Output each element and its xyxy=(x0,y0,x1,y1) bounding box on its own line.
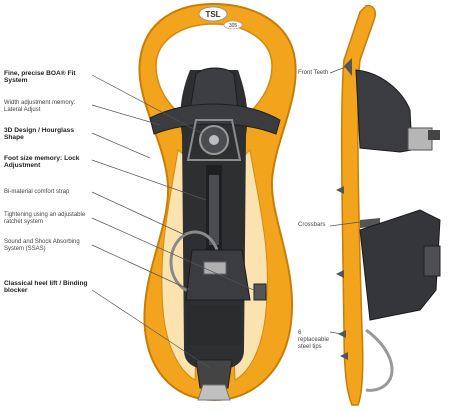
ratchet-buckle xyxy=(253,283,267,301)
leader-lines-right xyxy=(329,65,361,335)
rear-claw xyxy=(197,384,231,401)
snowshoe-side-view xyxy=(336,4,441,406)
heel-ratchet xyxy=(203,261,227,275)
callout-boa-fit: Fine, precise BOA® Fit System xyxy=(4,70,76,85)
dial-housing xyxy=(186,119,242,161)
leader-5 xyxy=(91,191,186,236)
leader-3 xyxy=(91,132,151,159)
logo-badge xyxy=(198,6,228,22)
leader-1 xyxy=(91,74,206,136)
callout-ssas: Sound and Shock Absorbing System (SSAS) xyxy=(4,239,80,252)
callout-width-memory: Width adjustment memory: Lateral Adjust xyxy=(4,100,76,113)
heel-plate xyxy=(186,305,242,345)
side-ratchet xyxy=(423,245,441,277)
model-badge xyxy=(223,20,243,30)
heel-binding xyxy=(185,249,251,301)
heel-lift-wire xyxy=(365,328,394,392)
model-text: 305 xyxy=(229,23,238,29)
callout-foot-size: Foot size memory: Lock Adjustment xyxy=(4,155,80,170)
leader-7 xyxy=(91,244,191,291)
leader-2 xyxy=(91,104,161,126)
callout-comfort-strap: Bi-material comfort strap xyxy=(4,189,70,195)
leader-4 xyxy=(91,159,207,201)
snowshoe-top-view xyxy=(138,2,297,402)
callout-steel-tips: 6 replaceable steel tips xyxy=(298,330,330,350)
side-binding-upper xyxy=(355,69,413,153)
callout-ratchet: Tightening using an adjustable ratchet s… xyxy=(4,212,86,225)
callout-crossbars: Crossbars xyxy=(298,222,326,228)
callout-3d-design: 3D Design / Hourglass Shape xyxy=(4,127,74,142)
boa-dial-center xyxy=(209,135,219,145)
leader-6 xyxy=(91,217,259,293)
leader-front-teeth xyxy=(329,65,349,74)
leader-8 xyxy=(91,289,211,369)
leader-lines-left xyxy=(91,74,259,369)
heel-lift xyxy=(195,359,233,389)
toe-cap xyxy=(189,67,239,111)
callout-heel-lift: Classical heel lift / Binding blocker xyxy=(4,280,88,295)
steel-tip-2 xyxy=(336,270,344,278)
steel-tip-4 xyxy=(340,352,348,360)
steel-tip-1 xyxy=(336,186,344,194)
leader-crossbars xyxy=(329,221,361,227)
side-binding-lower xyxy=(359,209,441,321)
leader-steel-tips xyxy=(329,331,343,335)
front-teeth xyxy=(344,58,352,76)
side-frame xyxy=(340,4,377,406)
logo-text: TSL xyxy=(205,10,220,19)
rail-notch xyxy=(209,175,219,245)
callout-front-teeth: Front Teeth xyxy=(298,70,329,76)
side-buckle-lever xyxy=(428,130,440,140)
